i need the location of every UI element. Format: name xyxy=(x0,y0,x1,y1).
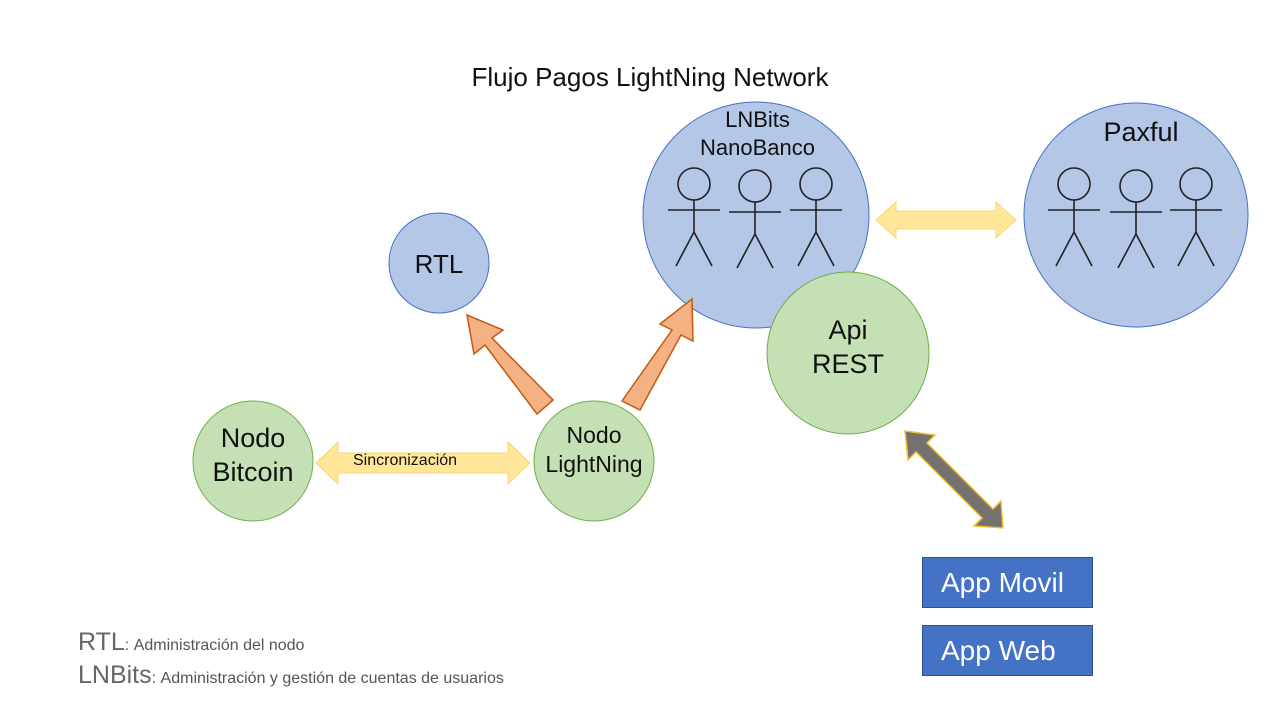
nodo-lightning-label-line1: Nodo xyxy=(566,422,622,448)
legend-rtl-key: RTL xyxy=(78,628,125,656)
legend-rtl-sep: : xyxy=(124,637,130,654)
legend-lnbits-sep: : xyxy=(151,670,157,687)
nodo-lightning-label-line2: LightNing xyxy=(545,450,643,477)
lnbits-label-line1: LNBits xyxy=(725,107,790,132)
rtl-label: RTL xyxy=(414,249,464,279)
paxful-label: Paxful xyxy=(1103,117,1179,147)
legend-rtl-desc: Administración del nodo xyxy=(133,637,305,654)
lnbits-paxful-double-arrow xyxy=(875,200,1017,240)
api-rest-label-line1: Api xyxy=(828,315,868,345)
lnbits-circle xyxy=(642,101,870,329)
diagram-title: Flujo Pagos LightNing Network xyxy=(471,62,829,92)
nodo-lightning-circle xyxy=(533,400,655,522)
rtl-circle xyxy=(388,212,490,314)
nodo-lightning-label: Nodo LightNing xyxy=(534,421,654,479)
api-apps-double-arrow xyxy=(904,430,1004,529)
sync-double-arrow xyxy=(315,440,531,486)
api-rest-circle xyxy=(766,271,930,435)
lnbits-label-line2: NanoBanco xyxy=(700,134,815,160)
legend-lnbits-key: LNBits xyxy=(78,661,152,689)
lnbits-label: LNBits NanoBanco xyxy=(656,106,859,161)
lightning-to-rtl-arrow xyxy=(466,313,555,416)
sync-arrow-label: Sincronización xyxy=(353,452,458,469)
app-movil-button[interactable]: App Movil xyxy=(922,557,1093,608)
lightning-to-lnbits-arrow xyxy=(620,297,694,411)
nodo-bitcoin-circle xyxy=(192,400,314,522)
api-rest-label-line2: REST xyxy=(811,348,884,379)
legend-rtl: RTL: Administración del nodo xyxy=(78,628,304,657)
nodo-bitcoin-label: Nodo Bitcoin xyxy=(193,422,313,490)
api-rest-label: Api REST xyxy=(767,314,929,382)
legend-lnbits: LNBits: Administración y gestión de cuen… xyxy=(78,661,504,690)
nodo-bitcoin-label-line1: Nodo xyxy=(220,423,286,453)
app-web-button[interactable]: App Web xyxy=(922,625,1093,676)
legend-lnbits-desc: Administración y gestión de cuentas de u… xyxy=(160,670,504,687)
nodo-bitcoin-label-line2: Bitcoin xyxy=(212,456,294,487)
